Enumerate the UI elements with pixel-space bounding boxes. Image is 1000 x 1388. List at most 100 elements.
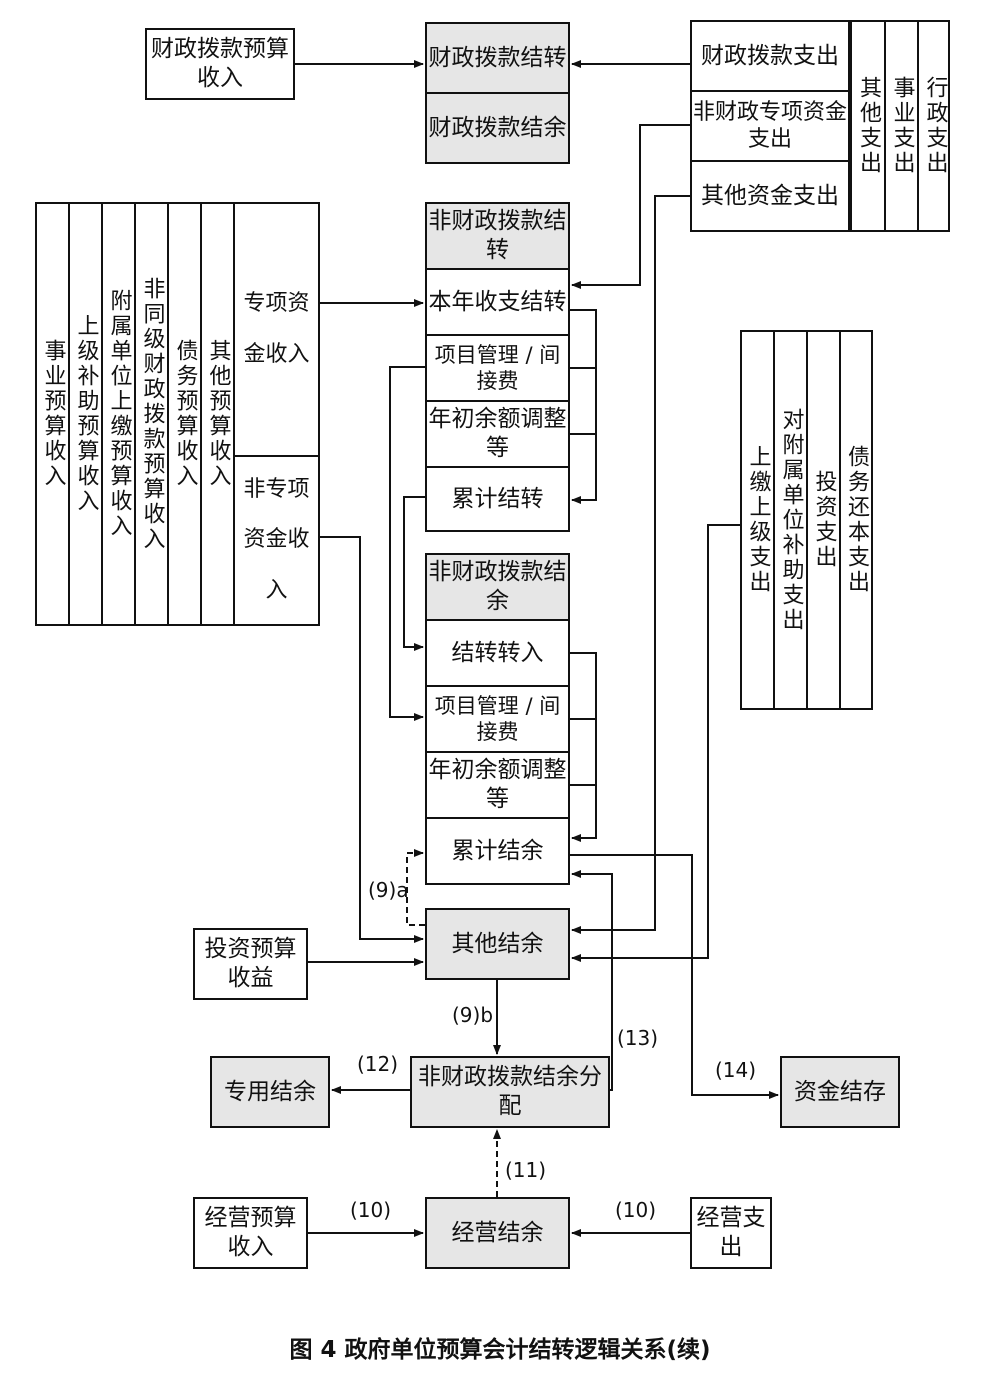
arrow-carryover-transfer	[403, 496, 425, 651]
node-label: 财政拨款结余	[428, 114, 567, 141]
node-label: 非财政专项资金支出	[692, 99, 847, 153]
flow-label-9a: (9)a	[368, 878, 409, 902]
annual-carryover-node: 本年收支结转	[425, 268, 570, 336]
column-label: 其他支出	[856, 76, 881, 176]
column-label: 对附属单位补助支出	[778, 407, 804, 633]
node-label: 财政拨款结转	[428, 44, 567, 71]
flow-label-14: (14)	[715, 1058, 757, 1082]
node-label: 经营结余	[451, 1219, 544, 1246]
bracket-carryover-sum	[570, 309, 597, 504]
remit-superior-expense-col: 上缴上级支出	[742, 332, 775, 708]
other-fund-expense-node: 其他资金支出	[690, 160, 850, 232]
column-label: 附属单位上缴预算收入	[106, 289, 132, 539]
flow-label-10-right: (10)	[615, 1198, 657, 1222]
arrow-other-expense-to-other-surplus	[571, 195, 690, 934]
operating-budget-income-node: 经营预算收入	[193, 1197, 308, 1269]
node-label: 非财政拨款结转	[428, 208, 567, 263]
node-label: 其他资金支出	[701, 182, 839, 209]
other-surplus-node: 其他结余	[425, 908, 570, 980]
column-label: 非同级财政拨款预算收入	[139, 276, 165, 552]
node-label: 本年收支结转	[428, 288, 567, 315]
other-expense-col: 其他支出	[852, 22, 886, 230]
opening-adjust-node-2: 年初余额调整等	[425, 751, 570, 819]
arrow-nonspecial-income-to-other-surplus	[320, 536, 424, 943]
column-label: 债务还本支出	[844, 445, 869, 595]
expense-column-group: 其他支出 事业支出 行政支出	[850, 20, 950, 232]
project-mgmt-fee-node-2: 项目管理 / 间接费	[425, 685, 570, 753]
node-label: 结转转入	[451, 639, 544, 666]
flow-label-10-left: (10)	[350, 1198, 392, 1222]
column-label: 债务预算收入	[172, 339, 198, 489]
node-label: 项目管理 / 间接费	[434, 693, 561, 744]
column-label: 上级补助预算收入	[73, 314, 99, 514]
node-label: 资金结存	[794, 1078, 886, 1105]
node-label: 财政拨款预算收入	[151, 36, 289, 91]
node-label: 其他结余	[451, 930, 544, 957]
accumulated-surplus-node: 累计结余	[425, 817, 570, 885]
column-label: 上缴上级支出	[745, 445, 771, 595]
debt-budget-income-col: 债务预算收入	[169, 204, 202, 624]
fiscal-surplus-node: 财政拨款结余	[425, 92, 570, 164]
figure-caption: 图 4 政府单位预算会计结转逻辑关系(续)	[289, 1337, 711, 1363]
non-same-level-fiscal-income-col: 非同级财政拨款预算收入	[136, 204, 169, 624]
node-label: 财政拨款支出	[701, 42, 839, 69]
flow-label-13: (13)	[617, 1026, 659, 1050]
node-label: 投资预算收益	[204, 936, 297, 991]
fund-balance-node: 资金结存	[780, 1056, 900, 1128]
superior-subsidy-income-col: 上级补助预算收入	[70, 204, 103, 624]
bracket-surplus-sum	[570, 652, 597, 842]
arrow-special-expense-to-annual	[571, 124, 690, 289]
fiscal-appropriation-budget-income-node: 财政拨款预算收入	[145, 28, 295, 100]
business-budget-income-col: 事业预算收入	[37, 204, 70, 624]
special-fund-income-cell: 专项资金收入	[235, 204, 318, 457]
node-label: 经营预算收入	[204, 1205, 297, 1260]
admin-expense-col: 行政支出	[919, 22, 950, 230]
node-label: 累计结余	[451, 837, 544, 864]
node-label: 累计结转	[451, 485, 544, 512]
non-fiscal-special-fund-expense-node: 非财政专项资金支出	[690, 90, 850, 162]
affiliate-subsidy-expense-col: 对附属单位补助支出	[775, 332, 808, 708]
arrow-project-fee-transfer	[389, 366, 425, 721]
accumulated-carryover-node: 累计结转	[425, 466, 570, 532]
node-label: 专用结余	[224, 1078, 316, 1105]
investment-budget-income-node: 投资预算收益	[193, 928, 308, 1000]
node-label: 非财政拨款结余分配	[418, 1064, 602, 1119]
node-label: 经营支出	[696, 1205, 766, 1260]
node-label: 专项资金收入	[243, 290, 310, 367]
remit-expense-group: 上缴上级支出 对附属单位补助支出 投资支出 债务还本支出	[740, 330, 873, 710]
non-fiscal-carryover-header: 非财政拨款结转	[425, 202, 570, 270]
node-label: 年初余额调整等	[428, 757, 567, 812]
column-label: 其他预算收入	[205, 339, 231, 489]
investment-expense-col: 投资支出	[808, 332, 841, 708]
fiscal-carryover-node: 财政拨款结转	[425, 22, 570, 94]
flow-label-9b: (9)b	[452, 1003, 494, 1027]
node-label: 项目管理 / 间接费	[434, 342, 561, 393]
column-label: 行政支出	[922, 76, 948, 176]
node-label: 非财政拨款结余	[428, 559, 567, 614]
operating-expense-node: 经营支出	[690, 1197, 772, 1269]
dedicated-surplus-node: 专用结余	[210, 1056, 330, 1128]
flow-label-11: (11)	[505, 1158, 547, 1182]
column-label: 投资支出	[811, 470, 837, 570]
affiliate-remit-income-col: 附属单位上缴预算收入	[103, 204, 136, 624]
flow-label-12: (12)	[357, 1052, 399, 1076]
business-expense-col: 事业支出	[886, 22, 919, 230]
other-budget-income-col: 其他预算收入	[202, 204, 235, 624]
column-label: 事业支出	[889, 76, 915, 176]
non-fiscal-surplus-header: 非财政拨款结余	[425, 553, 570, 621]
dashed-arrow-9a	[406, 849, 425, 926]
arrow-14-to-fund-balance	[570, 854, 779, 1099]
opening-adjust-node-1: 年初余额调整等	[425, 400, 570, 468]
non-special-fund-income-cell: 非专项资金收入	[235, 457, 318, 624]
operating-surplus-node: 经营结余	[425, 1197, 570, 1269]
surplus-distribution-node: 非财政拨款结余分配	[410, 1056, 610, 1128]
arrow-13-distribution-to-accumulated	[571, 870, 613, 1091]
arrow-remit-expense-to-other-surplus	[571, 524, 740, 962]
node-label: 年初余额调整等	[428, 406, 567, 461]
node-label: 非专项资金收入	[243, 476, 310, 603]
debt-repayment-expense-col: 债务还本支出	[841, 332, 871, 708]
column-label: 事业预算收入	[40, 339, 66, 489]
income-group: 事业预算收入 上级补助预算收入 附属单位上缴预算收入 非同级财政拨款预算收入 债…	[35, 202, 320, 626]
